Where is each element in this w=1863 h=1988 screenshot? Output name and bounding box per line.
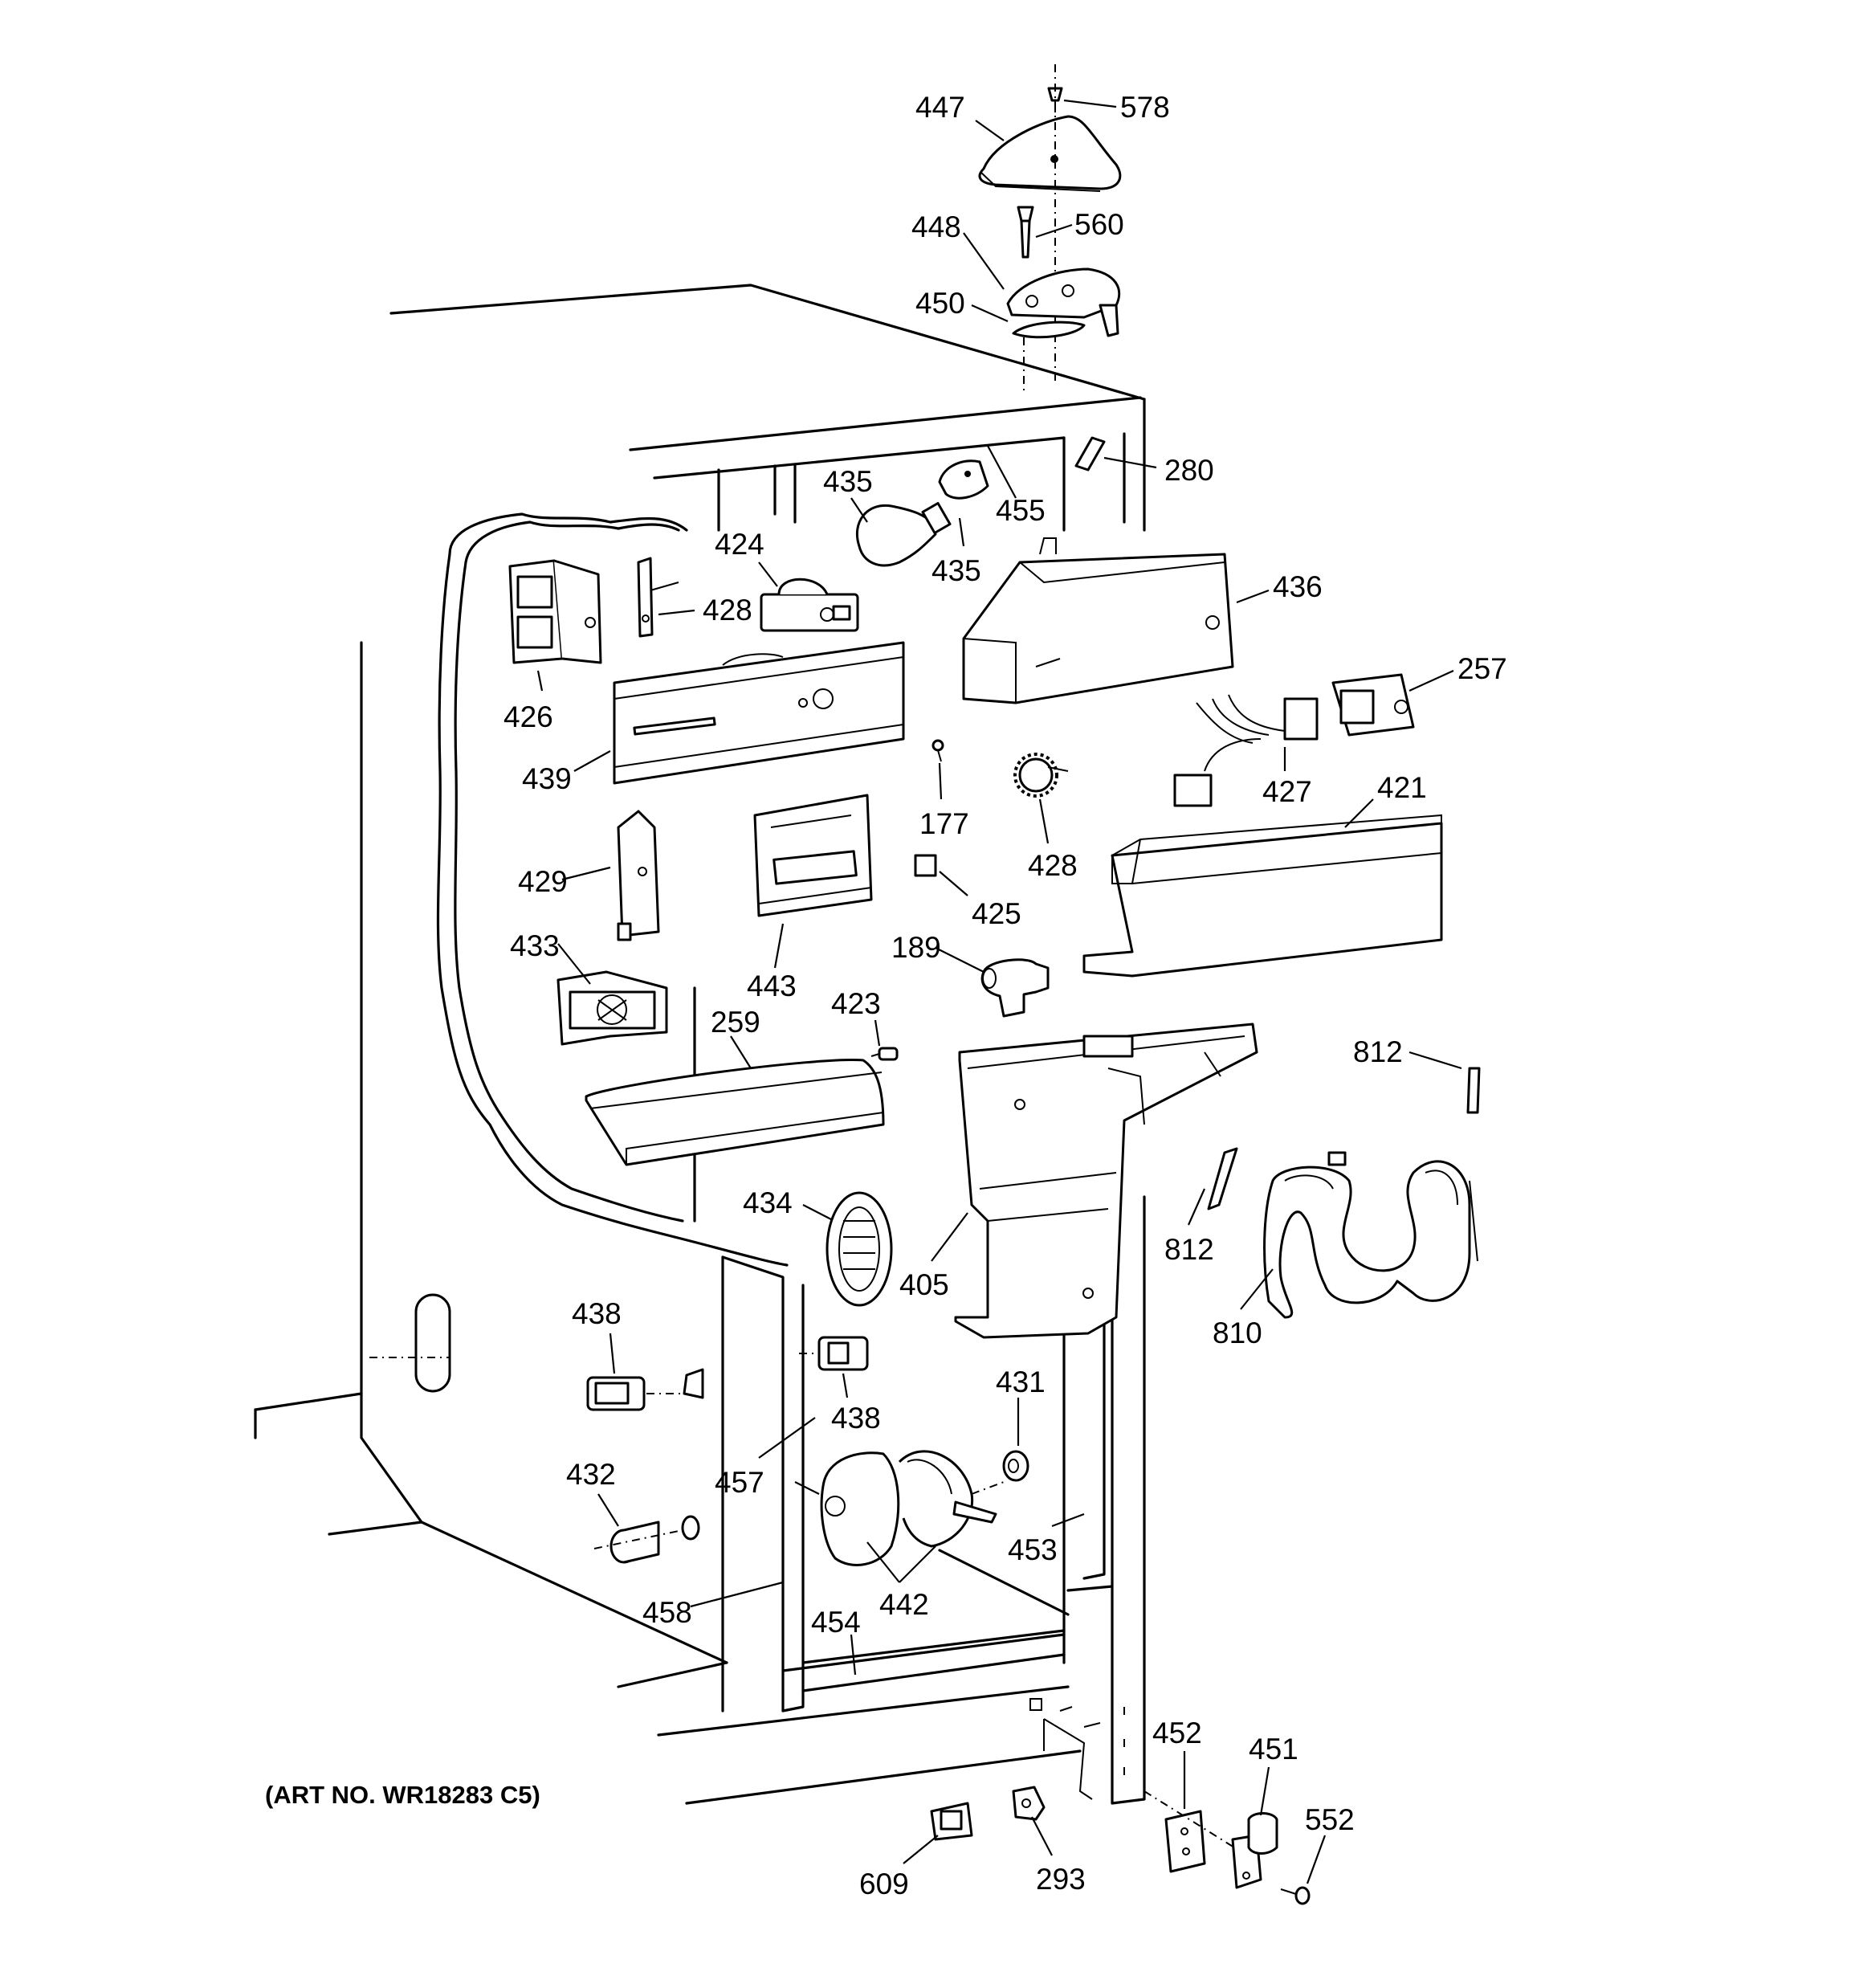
label-429: 429 xyxy=(518,865,568,898)
label-438-right: 438 xyxy=(831,1402,881,1435)
drain-tube-812-icon xyxy=(1466,1067,1481,1114)
gear-428-icon xyxy=(1013,753,1069,798)
label-431: 431 xyxy=(996,1365,1046,1398)
screw-552-icon xyxy=(1280,1886,1311,1905)
label-436: 436 xyxy=(1273,570,1323,603)
label-812-top: 812 xyxy=(1353,1035,1403,1068)
bracket-plate-443-icon xyxy=(753,794,873,917)
part-labels: 578 447 560 448 450 280 435 455 435 424 … xyxy=(265,91,1507,1900)
label-810: 810 xyxy=(1213,1316,1262,1349)
label-405: 405 xyxy=(899,1268,949,1301)
label-432: 432 xyxy=(566,1458,616,1491)
clip-438-b-icon xyxy=(799,1336,869,1371)
label-609: 609 xyxy=(859,1868,909,1900)
screw-177-icon xyxy=(932,739,944,762)
art-number: (ART NO. WR18283 C5) xyxy=(265,1781,540,1809)
label-259: 259 xyxy=(711,1006,760,1039)
damper-442-icon xyxy=(820,1450,1005,1566)
clip-438-icon xyxy=(586,1368,704,1411)
light-bulb-435-icon xyxy=(855,502,952,567)
lower-bracket-lines xyxy=(1043,1706,1101,1800)
mounting-bracket-439-icon xyxy=(613,641,905,785)
control-box-436-icon xyxy=(962,537,1234,704)
channel-421-icon xyxy=(1082,814,1443,978)
label-424: 424 xyxy=(715,528,764,561)
screw-560-icon xyxy=(1017,206,1034,259)
plate-452-icon xyxy=(1164,1810,1206,1873)
part-423-icon xyxy=(870,1047,899,1061)
part-280-icon xyxy=(1074,436,1106,471)
label-421: 421 xyxy=(1377,771,1427,804)
defrost-timer-257-icon xyxy=(1331,673,1415,737)
label-455: 455 xyxy=(996,494,1046,527)
part-609-icon xyxy=(930,1802,973,1841)
lower-square-marker xyxy=(1029,1698,1042,1711)
label-451: 451 xyxy=(1249,1733,1298,1766)
label-450: 450 xyxy=(915,287,965,320)
label-435-bulb: 435 xyxy=(823,465,873,498)
label-453: 453 xyxy=(1008,1533,1058,1566)
label-177: 177 xyxy=(919,807,969,840)
label-447: 447 xyxy=(915,91,965,124)
hinge-shim-450-icon xyxy=(1012,320,1086,339)
label-578: 578 xyxy=(1120,91,1170,124)
label-552: 552 xyxy=(1305,1803,1355,1836)
light-socket-435-icon xyxy=(938,459,989,500)
part-425-icon xyxy=(914,854,937,877)
label-423: 423 xyxy=(831,987,881,1020)
cutaway-boundary xyxy=(436,512,789,1267)
label-426: 426 xyxy=(503,700,553,733)
label-280: 280 xyxy=(1164,454,1214,487)
label-439: 439 xyxy=(522,762,572,795)
fan-assembly-433-icon xyxy=(556,970,668,1046)
label-812-mid: 812 xyxy=(1164,1233,1214,1266)
part-293-icon xyxy=(1012,1786,1046,1821)
cabinet-slot-icon xyxy=(414,1293,451,1393)
label-435-socket: 435 xyxy=(932,554,981,587)
leader-lines xyxy=(536,99,1462,1884)
hinge-448-icon xyxy=(1006,267,1121,337)
tee-fitting-189-icon xyxy=(980,958,1050,1018)
bracket-429-icon xyxy=(617,810,660,941)
label-457: 457 xyxy=(715,1466,764,1499)
label-427: 427 xyxy=(1262,775,1312,808)
air-duct-405-icon xyxy=(954,1023,1258,1339)
label-452: 452 xyxy=(1152,1717,1202,1749)
label-448: 448 xyxy=(911,210,961,243)
grommet-432-icon xyxy=(593,1515,700,1564)
hinge-cover-447-icon xyxy=(978,115,1122,192)
switch-424-icon xyxy=(760,578,859,632)
grille-434-icon xyxy=(826,1191,893,1307)
label-434: 434 xyxy=(743,1186,793,1219)
label-454: 454 xyxy=(811,1606,861,1639)
label-428-gear: 428 xyxy=(1028,849,1078,882)
label-443: 443 xyxy=(747,970,797,1002)
label-189: 189 xyxy=(891,931,941,964)
label-560: 560 xyxy=(1074,208,1124,241)
drain-tube-812-b-icon xyxy=(1207,1147,1238,1210)
cabinet-outline xyxy=(254,284,1146,1805)
label-433: 433 xyxy=(510,929,560,962)
label-428-bracket: 428 xyxy=(703,594,752,627)
cover-259-icon xyxy=(585,1059,885,1166)
bushing-431-icon xyxy=(1002,1450,1029,1482)
label-293: 293 xyxy=(1036,1863,1086,1896)
control-housing-426-icon xyxy=(508,559,602,664)
wire-harness-427-icon xyxy=(1173,694,1319,807)
label-442: 442 xyxy=(879,1588,929,1621)
bracket-428-icon xyxy=(637,557,679,638)
label-458: 458 xyxy=(642,1596,692,1629)
hinge-451-icon xyxy=(1231,1812,1278,1889)
label-425: 425 xyxy=(972,897,1021,930)
heater-810-icon xyxy=(1263,1151,1478,1319)
label-438-left: 438 xyxy=(572,1297,622,1330)
label-257: 257 xyxy=(1457,652,1507,685)
